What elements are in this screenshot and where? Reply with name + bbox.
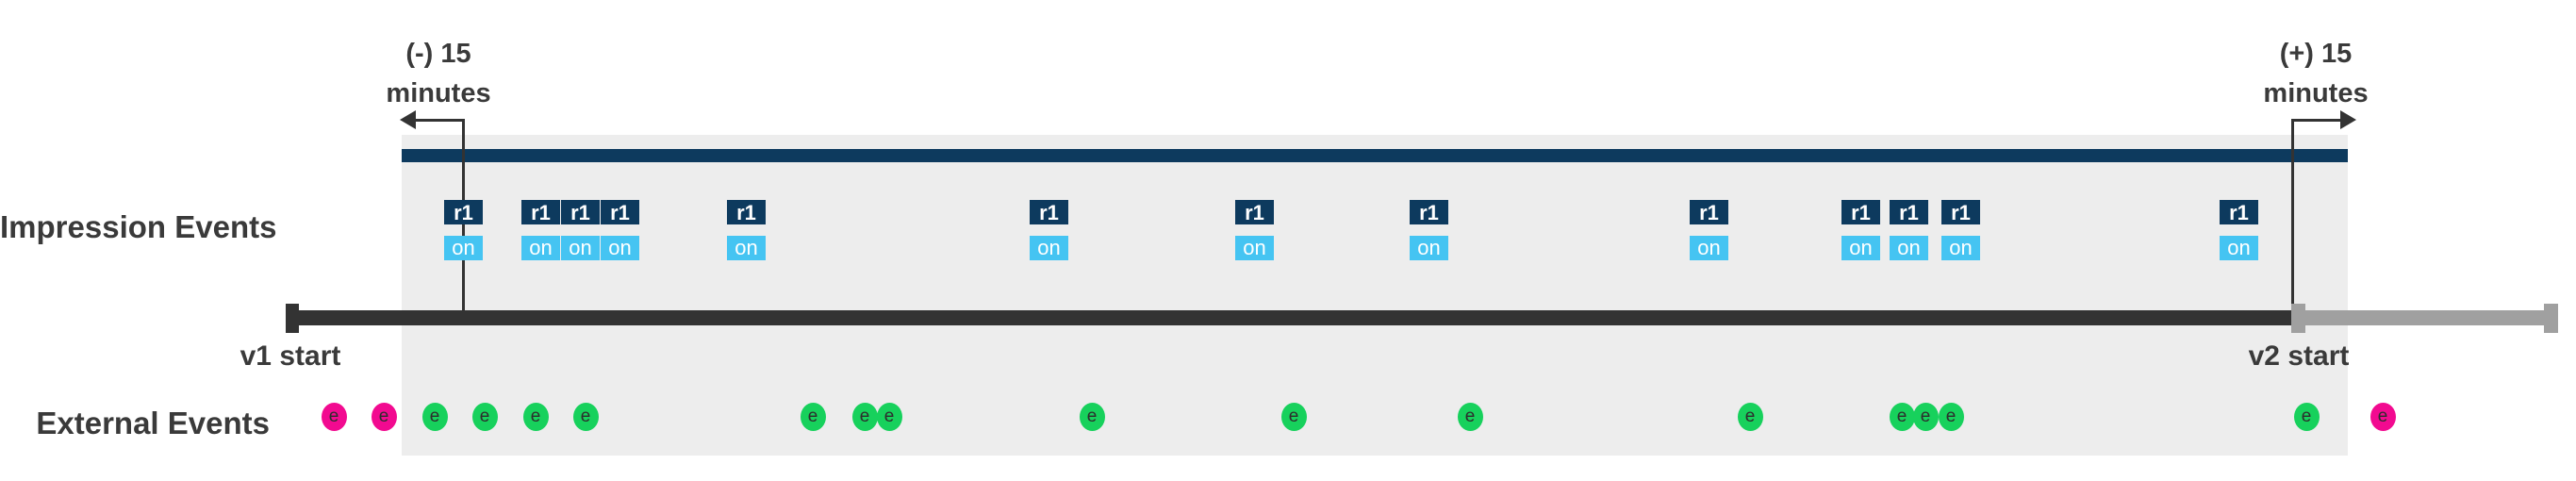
impression-status-on: on [1690,236,1728,260]
minus-15-line2: minutes [386,78,491,108]
external-event-marker-green: e [522,403,549,431]
external-event-marker-green: e [2293,403,2320,431]
external-event-marker-green: e [851,403,878,431]
impression-badge-r1: r1 [1841,200,1880,224]
impression-badge-r1: r1 [561,200,600,224]
external-event-marker-green: e [421,403,448,431]
impression-badge-r1: r1 [1235,200,1274,224]
impression-badge-r1: r1 [1890,200,1928,224]
impression-status-on: on [1941,236,1980,260]
left-arrow-icon [400,110,416,129]
timeline-v1-start-cap [286,304,299,333]
external-event-marker-pink: e [321,403,347,431]
impression-badge-r1: r1 [1690,200,1728,224]
impression-status-on: on [1841,236,1880,260]
plus-window-arrow-line [2291,119,2340,122]
external-event-marker-pink: e [2370,403,2396,431]
impression-status-on: on [521,236,560,260]
impression-status-on: on [561,236,600,260]
external-events-row-label: External Events [36,406,270,440]
external-event-marker-green: e [1457,403,1483,431]
external-event-marker-green: e [1737,403,1763,431]
impression-badge-r1: r1 [727,200,766,224]
external-event-marker-green: e [800,403,826,431]
timeline-end-cap [2544,304,2558,333]
external-event-marker-green: e [1079,403,1105,431]
impression-status-on: on [2220,236,2258,260]
impression-badge-r1: r1 [601,200,639,224]
impression-badge-r1: r1 [1941,200,1980,224]
impression-status-on: on [727,236,766,260]
plus-window-vertical-line [2291,121,2294,310]
v1-start-label: v1 start [239,340,341,372]
external-event-marker-green: e [1912,403,1939,431]
right-arrow-icon [2340,110,2356,129]
external-event-marker-green: e [1889,403,1915,431]
external-event-marker-green: e [1280,403,1307,431]
impression-status-on: on [1890,236,1928,260]
plus-15-minutes-label: (+) 15 minutes [2203,34,2429,113]
experiment-window-top-bar [402,149,2348,162]
impression-status-on: on [444,236,483,260]
external-event-marker-green: e [876,403,902,431]
impression-status-on: on [1235,236,1274,260]
timeline-v2-start-cap [2291,304,2305,333]
minus-15-minutes-label: (-) 15 minutes [325,34,552,113]
impression-status-on: on [1030,236,1068,260]
impression-events-row-label: Impression Events [0,209,277,244]
minus-window-arrow-line [413,119,465,122]
timeline-v1-segment [286,310,2293,325]
v2-start-label: v2 start [2248,340,2350,372]
external-event-marker-pink: e [371,403,397,431]
impression-status-on: on [1410,236,1448,260]
plus-15-line1: (+) 15 [2279,39,2353,69]
impression-status-on: on [601,236,639,260]
external-event-marker-green: e [572,403,599,431]
plus-15-line2: minutes [2263,78,2369,108]
impression-badge-r1: r1 [1030,200,1068,224]
impression-badge-r1: r1 [2220,200,2258,224]
timeline-v2-segment [2291,310,2558,325]
minus-15-line1: (-) 15 [405,39,471,69]
external-event-marker-green: e [471,403,498,431]
impression-badge-r1: r1 [521,200,560,224]
impression-badge-r1: r1 [444,200,483,224]
experiment-window-panel [402,135,2348,456]
impression-badge-r1: r1 [1410,200,1448,224]
external-event-marker-green: e [1938,403,1964,431]
